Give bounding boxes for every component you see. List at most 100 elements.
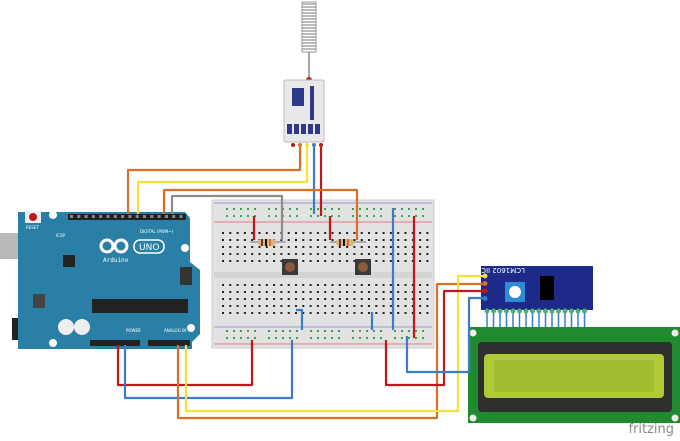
breadboard-hole [240, 215, 242, 217]
wire-orange-rf-d8 [126, 147, 302, 214]
breadboard-hole [331, 215, 333, 217]
breadboard-hole [352, 215, 354, 217]
push-button-1[interactable] [282, 259, 298, 275]
breadboard-hole [243, 239, 246, 241]
breadboard-hole [280, 312, 283, 314]
breadboard-hole [366, 337, 368, 339]
arduino-header-pin [106, 215, 110, 218]
breadboard-hole [222, 253, 224, 255]
breadboard-hole [346, 260, 349, 262]
arduino-header-pin [84, 215, 88, 218]
breadboard-hole [375, 284, 378, 286]
breadboard-hole [240, 337, 242, 339]
breadboard-hole [331, 260, 334, 262]
breadboard-hole [346, 232, 349, 234]
breadboard-hole [368, 291, 370, 293]
breadboard-hole [287, 312, 290, 314]
breadboard-hole [397, 260, 400, 262]
breadboard-hole [273, 291, 276, 293]
breadboard-hole [226, 337, 228, 339]
breadboard-hole [258, 305, 261, 307]
i2c-header-pin [510, 308, 516, 314]
breadboard-hole [236, 246, 239, 248]
breadboard-hole [309, 291, 312, 293]
breadboard-hole [302, 246, 305, 248]
i2c-header-pin [484, 308, 490, 314]
breadboard-hole [331, 312, 334, 314]
breadboard-hole [352, 330, 354, 332]
rf-pad [308, 124, 313, 134]
breadboard-hole [389, 246, 392, 248]
breadboard-hole [397, 312, 400, 314]
breadboard-hole [346, 298, 349, 300]
breadboard-hole [338, 232, 341, 234]
breadboard-hole [309, 239, 312, 241]
breadboard-hole [310, 208, 312, 210]
breadboard-hole [302, 298, 305, 300]
breadboard-hole [273, 260, 276, 262]
breadboard-hole [422, 215, 424, 217]
breadboard-hole [240, 208, 242, 210]
arduino-logo [99, 238, 165, 254]
i2c-adapter [481, 266, 593, 328]
breadboard-hole [317, 337, 319, 339]
breadboard-hole [222, 291, 224, 293]
breadboard-hole [338, 260, 341, 262]
breadboard-hole [273, 312, 276, 314]
breadboard-hole [310, 330, 312, 332]
i2c-header-pin [530, 308, 535, 314]
breadboard-hole [338, 253, 341, 255]
breadboard-hole [375, 239, 378, 241]
breadboard-hole [382, 253, 385, 255]
breadboard-hole [243, 253, 246, 255]
arduino-header-pin [91, 215, 95, 218]
arduino-reset-label: RESET [26, 225, 39, 230]
breadboard-hole [394, 330, 396, 332]
breadboard-hole [296, 215, 298, 217]
breadboard-hole [265, 312, 268, 314]
wire-blue-lcdgnd [405, 296, 483, 374]
arduino-icsp-label: ICSP [56, 233, 66, 238]
breadboard-hole [324, 232, 327, 234]
breadboard-hole [251, 298, 254, 300]
breadboard-hole [302, 312, 305, 314]
breadboard-hole [359, 208, 361, 210]
breadboard-hole [273, 246, 276, 248]
breadboard-hole [389, 232, 392, 234]
wire-gray-d2 [170, 194, 284, 240]
breadboard-hole [310, 215, 312, 217]
breadboard-hole [401, 330, 403, 332]
breadboard-hole [373, 208, 375, 210]
breadboard-hole [275, 337, 277, 339]
breadboard-hole [282, 337, 284, 339]
breadboard-hole [373, 337, 375, 339]
breadboard-hole [346, 253, 349, 255]
breadboard-hole [296, 208, 298, 210]
breadboard-hole [287, 305, 290, 307]
breadboard-hole [226, 215, 228, 217]
breadboard-hole [309, 232, 312, 234]
breadboard-hole [389, 298, 392, 300]
breadboard-hole [366, 330, 368, 332]
breadboard-hole [426, 298, 429, 300]
breadboard-hole [411, 284, 414, 286]
i2c-header-pin [523, 308, 529, 314]
breadboard-hole [408, 208, 410, 210]
breadboard-hole [408, 215, 410, 217]
breadboard-hole [316, 232, 319, 234]
breadboard-hole [411, 312, 414, 314]
breadboard-hole [404, 291, 407, 293]
breadboard-hole [243, 305, 246, 307]
breadboard-hole [316, 253, 319, 255]
breadboard-hole [295, 239, 297, 241]
arduino-header-pin [113, 215, 117, 218]
breadboard-hole [368, 305, 370, 307]
breadboard-hole [229, 253, 232, 255]
push-button-2[interactable] [355, 259, 371, 275]
breadboard-hole [316, 298, 319, 300]
breadboard-hole [353, 305, 356, 307]
breadboard-hole [295, 253, 297, 255]
breadboard-hole [222, 312, 224, 314]
breadboard-hole [229, 298, 232, 300]
